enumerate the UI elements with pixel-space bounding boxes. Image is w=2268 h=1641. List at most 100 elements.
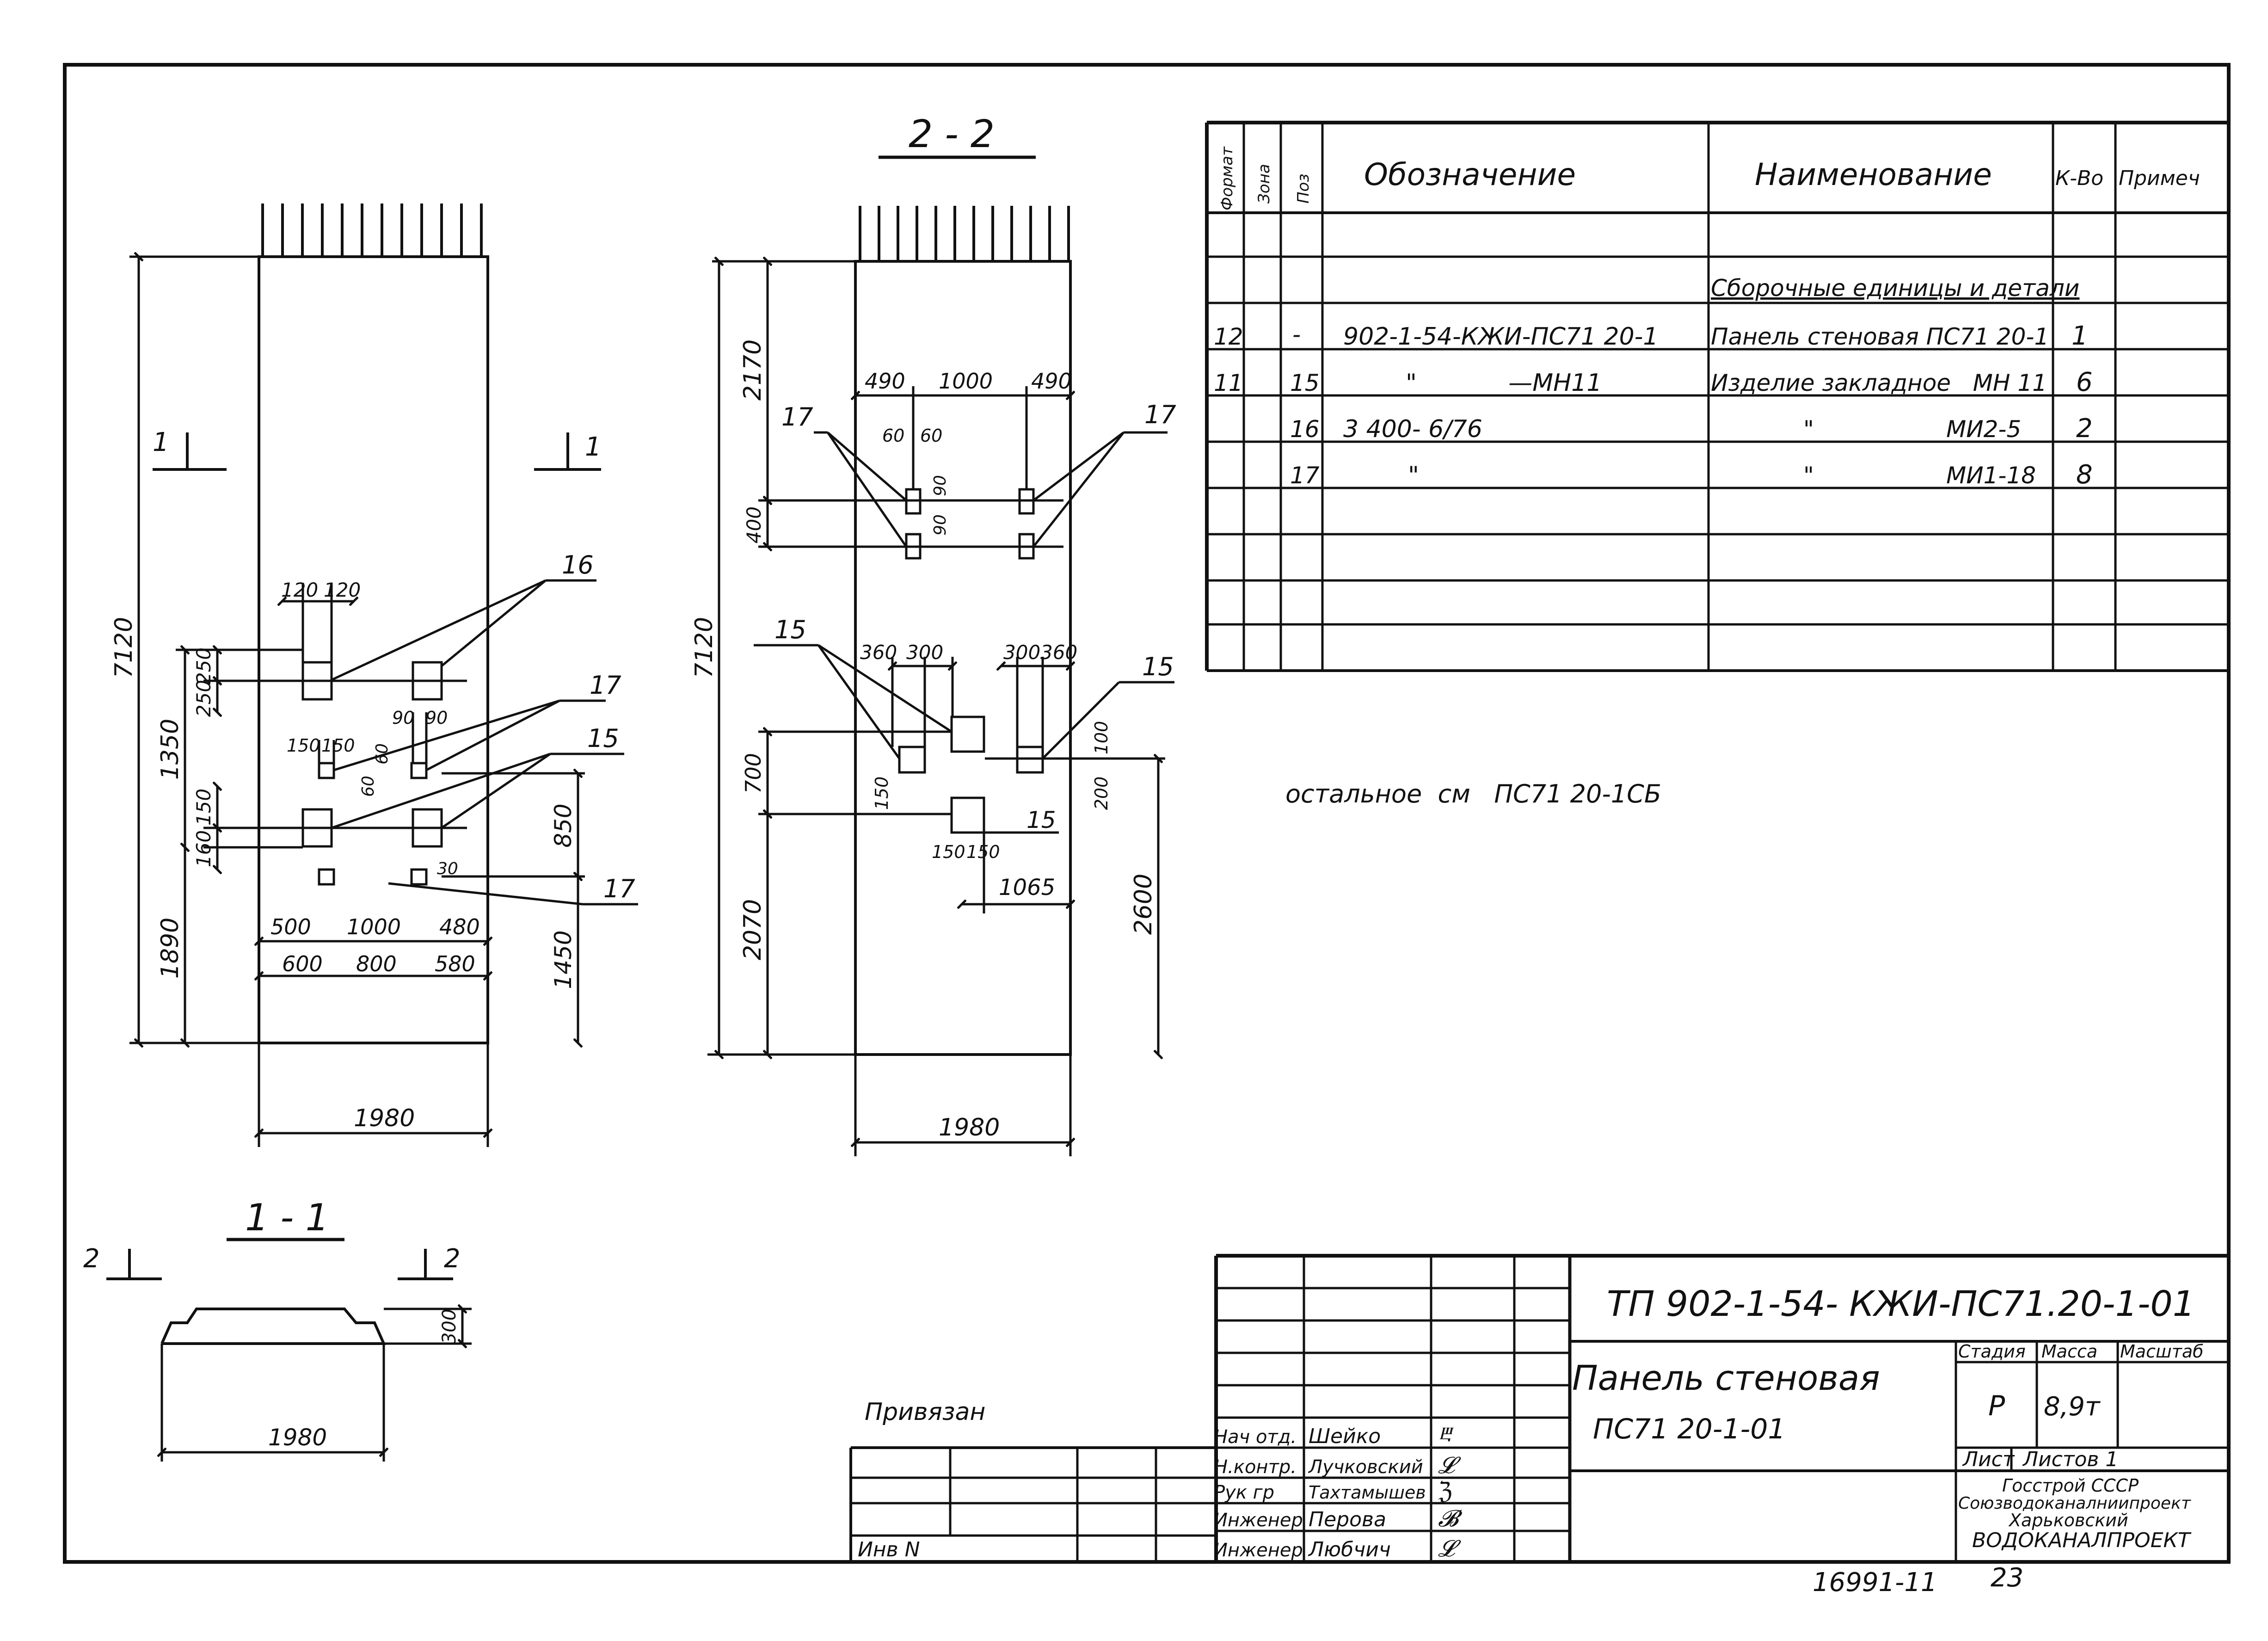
- dim-label: 120: [281, 579, 318, 601]
- dim-label: 580: [435, 951, 475, 976]
- spec-row-3-designation: 3 400- 6/76: [1343, 415, 1482, 443]
- section-1-1-text: 1 - 1 2 2 1980 300: [83, 1196, 461, 1451]
- callout-17: 17: [590, 671, 621, 700]
- dim-label: 1350: [156, 719, 184, 780]
- name-2: Лучковский: [1308, 1456, 1423, 1478]
- drawing-title-line2: ПС71 20-1-01: [1593, 1413, 1786, 1445]
- dim-label: 490: [1031, 369, 1072, 394]
- dim-label: 150: [321, 735, 355, 756]
- archive-number: 16991-11: [1813, 1567, 1937, 1598]
- dim-label: 90: [392, 708, 414, 728]
- col-header-pos: Поз: [1294, 174, 1313, 204]
- col-header-note: Примеч: [2119, 167, 2200, 190]
- sheet-label: Лист: [1962, 1448, 2015, 1471]
- dim-label: 800: [356, 951, 397, 976]
- section-title-1-1: 1 - 1: [245, 1196, 329, 1239]
- signature-3: ℨ: [1438, 1477, 1452, 1504]
- spec-row-2-qty: 6: [2076, 367, 2093, 397]
- left-view-text: 1 1 7120 1350 1890 250 250 150 160 850 1…: [110, 427, 635, 1132]
- dim-label: 1450: [550, 930, 577, 989]
- dim-label: 490: [865, 369, 905, 394]
- right-view-text: 2 - 2 7120 2170 400 700 2070 2600 150 20…: [690, 112, 1176, 1141]
- dim-label: 250: [192, 648, 215, 685]
- spec-row-1-format: 12: [1214, 323, 1243, 350]
- dim-label: 480: [439, 914, 480, 939]
- dim-label: 1000: [347, 914, 401, 939]
- spec-row-2-format: 11: [1214, 370, 1243, 396]
- title-block-text: ТП 902-1-54- КЖИ-ПС71.20-1-01 Панель сте…: [858, 1283, 2204, 1562]
- left-item-17-b: [410, 762, 428, 779]
- signature-5: 𝓛: [1438, 1535, 1461, 1562]
- callout-17: 17: [1144, 400, 1176, 429]
- section-title-2-2: 2 - 2: [909, 112, 995, 156]
- section-mark-2-right: 2: [444, 1244, 461, 1274]
- callout-15: 15: [587, 724, 619, 753]
- org-line3: Харьковский: [2008, 1510, 2128, 1530]
- section-1-1: [106, 1238, 472, 1462]
- dim-label: 30: [437, 859, 458, 878]
- dim-label: 700: [741, 753, 766, 794]
- dim-label: 60: [359, 776, 378, 797]
- left-rebar-outlets: [261, 204, 483, 257]
- spec-row-1-pos: -: [1292, 321, 1301, 348]
- dim-label: 500: [270, 914, 311, 939]
- page-number: 23: [1991, 1563, 2023, 1593]
- role-2: Н.контр.: [1214, 1456, 1297, 1478]
- dim-label: 160: [192, 830, 215, 867]
- col-header-name: Наименование: [1755, 157, 1992, 192]
- dim-label: 1000: [939, 369, 993, 394]
- dim-label: 850: [550, 803, 577, 847]
- right-panel-outline: [854, 260, 1072, 1056]
- callout-17: 17: [603, 874, 635, 903]
- callout-16: 16: [562, 550, 594, 580]
- spec-row-1-qty: 1: [2071, 321, 2088, 351]
- left-item-17-c: [318, 868, 335, 886]
- col-header-qty: К-Во: [2055, 167, 2103, 190]
- spec-group-title: Сборочные единицы и детали: [1711, 275, 2079, 302]
- stage-label: Стадия: [1958, 1341, 2026, 1362]
- dim-label: 100: [1091, 721, 1112, 755]
- callout-15: 15: [1142, 652, 1174, 681]
- spec-row-4-qty: 8: [2076, 460, 2093, 490]
- dim-label: 2170: [739, 339, 767, 401]
- section-mark-1-left: 1: [153, 427, 169, 457]
- mass-label: Масса: [2041, 1341, 2097, 1362]
- dim-label: 150: [287, 735, 320, 756]
- reference-note: остальное см ПС71 20-1СБ: [1285, 779, 1661, 808]
- dim-label: 150: [192, 789, 215, 826]
- signature-4: 𝓑: [1438, 1505, 1463, 1532]
- inv-label: Инв N: [858, 1538, 920, 1561]
- col-header-zone: Зона: [1255, 164, 1273, 204]
- dim-label: 120: [324, 579, 361, 601]
- left-item-17-d: [410, 868, 428, 886]
- col-header-format: Формат: [1218, 146, 1236, 210]
- drawing-title-line1: Панель стеновая: [1572, 1358, 1880, 1398]
- spec-table-text: Формат Зона Поз Обозначение Наименование…: [1214, 146, 2200, 490]
- dim-label: 300: [906, 641, 943, 664]
- name-3: Тахтамышев: [1309, 1482, 1426, 1503]
- dim-label: 150: [932, 842, 965, 862]
- dim-label: 360: [1040, 641, 1077, 664]
- stage-value: Р: [1988, 1390, 2005, 1422]
- spec-row-2-designation: " —МН11: [1406, 369, 1602, 397]
- section-1-1-profile: [160, 1308, 386, 1345]
- sheet-frame: [63, 63, 2231, 1564]
- role-4: Инженер: [1214, 1510, 1303, 1531]
- dim-label: 200: [1091, 777, 1112, 810]
- spec-row-2-name: Изделие закладное МН 11: [1711, 370, 2047, 396]
- spec-row-4-pos: 17: [1290, 462, 1320, 489]
- role-3: Рук гр: [1214, 1482, 1274, 1503]
- dim-label: 60: [373, 743, 392, 765]
- dim-label: 1980: [939, 1114, 1000, 1141]
- dim-label: 1980: [268, 1424, 327, 1451]
- right-rebar-outlets: [859, 206, 1070, 261]
- scale-label: Масштаб: [2120, 1341, 2204, 1362]
- name-5: Любчич: [1308, 1538, 1391, 1561]
- bound-label: Привязан: [865, 1398, 985, 1426]
- col-header-designation: Обозначение: [1364, 157, 1576, 192]
- signature-1: ⰱ: [1438, 1422, 1454, 1449]
- dim-label: 1065: [999, 875, 1055, 901]
- dim-label: 1980: [354, 1104, 415, 1132]
- dim-label: 150: [966, 842, 1000, 862]
- name-1: Шейко: [1309, 1425, 1381, 1448]
